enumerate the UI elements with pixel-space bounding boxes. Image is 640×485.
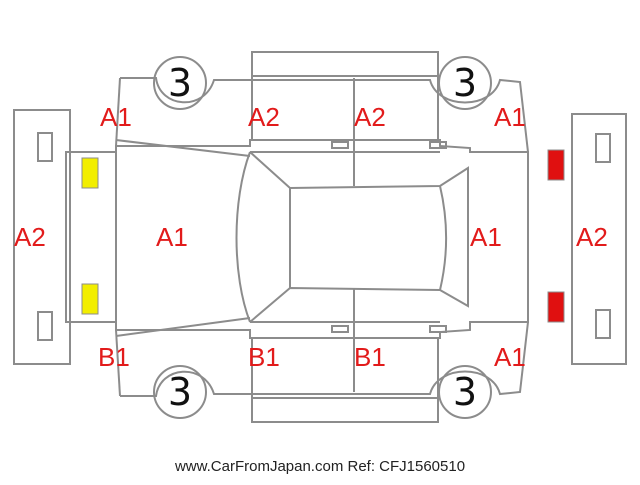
left-rear-door-code: A2 xyxy=(354,102,386,132)
left-rear-fender-code: A1 xyxy=(494,102,526,132)
rear-bumper-code: A2 xyxy=(576,222,608,252)
front-bumper-slot-top xyxy=(37,132,53,162)
left-door-handle-front xyxy=(331,141,349,149)
tire-rear-left-circle xyxy=(438,56,492,110)
headlight-marker-bottom xyxy=(81,283,99,315)
front-bumper-code: A2 xyxy=(14,222,46,252)
taillight-marker-top xyxy=(547,149,565,181)
right-rear-fender-code: A1 xyxy=(494,342,526,372)
front-bumper-shape xyxy=(13,109,71,365)
left-roof-rail xyxy=(251,51,439,77)
tire-front-right-circle xyxy=(153,365,207,419)
rear-window-outline xyxy=(439,185,447,291)
tire-front-right-rating: 3 xyxy=(167,370,193,414)
right-front-fender-code: B1 xyxy=(98,342,130,372)
windshield-outline xyxy=(235,151,251,323)
taillight-marker-bottom xyxy=(547,291,565,323)
left-front-fender-code: A1 xyxy=(100,102,132,132)
right-rear-door-code: B1 xyxy=(354,342,386,372)
right-front-door-code: B1 xyxy=(248,342,280,372)
tire-rear-left-rating: 3 xyxy=(452,61,478,105)
right-side-panel xyxy=(120,321,529,397)
rear-bumper-slot-top xyxy=(595,133,611,163)
right-door-handle-front xyxy=(331,325,349,333)
tire-rear-right-rating: 3 xyxy=(452,370,478,414)
rear-bumper-slot-bottom xyxy=(595,309,611,339)
right-roof-rail xyxy=(251,397,439,423)
rear-bumper-shape xyxy=(571,113,627,365)
trunk-code: A1 xyxy=(470,222,502,252)
reference-footer: www.CarFromJapan.com Ref: CFJ1560510 xyxy=(174,458,466,475)
left-side-panel xyxy=(120,77,529,153)
right-door-handle-rear xyxy=(429,325,447,333)
car-body-outline xyxy=(65,139,529,339)
front-bumper-slot-bottom xyxy=(37,311,53,341)
headlight-marker-top xyxy=(81,157,99,189)
roof-outline xyxy=(249,151,469,323)
left-door-handle-rear xyxy=(429,141,447,149)
left-front-door-code: A2 xyxy=(248,102,280,132)
tire-rear-right-circle xyxy=(438,365,492,419)
hood-code: A1 xyxy=(156,222,188,252)
tire-front-left-circle xyxy=(153,56,207,110)
tire-front-left-rating: 3 xyxy=(167,61,193,105)
